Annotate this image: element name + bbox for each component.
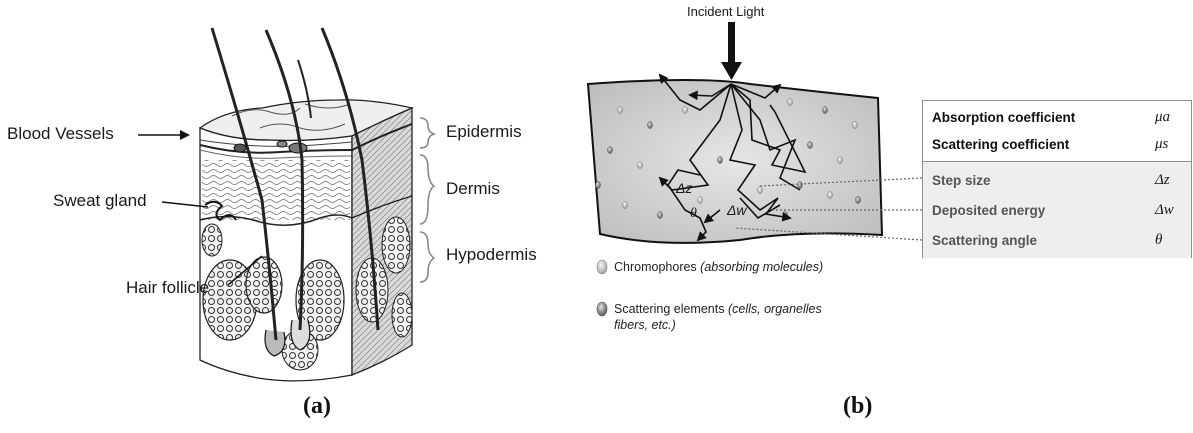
chromophore-legend-swatch [597, 260, 607, 274]
table-row-name: Absorption coefficient [932, 110, 1075, 125]
theta-label: θ [690, 206, 697, 222]
table-row-symbol: Δw [1155, 202, 1174, 219]
table-row-symbol: μs [1155, 136, 1168, 153]
incident-light-arrow [721, 22, 742, 80]
table-row: Scattering angle θ [923, 227, 1191, 253]
table-row-name: Scattering angle [932, 233, 1037, 248]
table-row: Deposited energy Δw [923, 197, 1191, 223]
caption-b: (b) [843, 393, 872, 420]
table-row-symbol: Δz [1155, 172, 1170, 189]
table-row-name: Step size [932, 173, 991, 188]
table-row: Absorption coefficient μa [923, 104, 1191, 130]
delta-z-label: Δz [676, 180, 692, 196]
incident-light-label: Incident Light [687, 4, 764, 19]
legend-scattering-note-1: (cells, organelles [728, 302, 822, 316]
table-row-name: Deposited energy [932, 203, 1045, 218]
scattering-legend-swatch [597, 302, 607, 316]
legend-chromophores: Chromophores (absorbing molecules) [614, 260, 823, 274]
table-row: Scattering coefficient μs [923, 131, 1191, 157]
table-row: Step size Δz [923, 167, 1191, 193]
parameter-table: Absorption coefficient μa Scattering coe… [922, 100, 1192, 258]
legend-scattering-label: Scattering elements [614, 302, 724, 316]
delta-w-label: Δw [727, 202, 747, 218]
legend-scattering-note-2: fibers, etc.) [614, 318, 676, 332]
table-row-symbol: μa [1155, 109, 1170, 126]
legend-scattering-line2: fibers, etc.) [614, 318, 676, 332]
legend-scattering: Scattering elements (cells, organelles [614, 302, 822, 316]
table-row-name: Scattering coefficient [932, 137, 1069, 152]
legend-chromophores-label: Chromophores [614, 260, 697, 274]
legend-chromophores-note: (absorbing molecules) [700, 260, 823, 274]
table-row-symbol: θ [1155, 232, 1162, 249]
